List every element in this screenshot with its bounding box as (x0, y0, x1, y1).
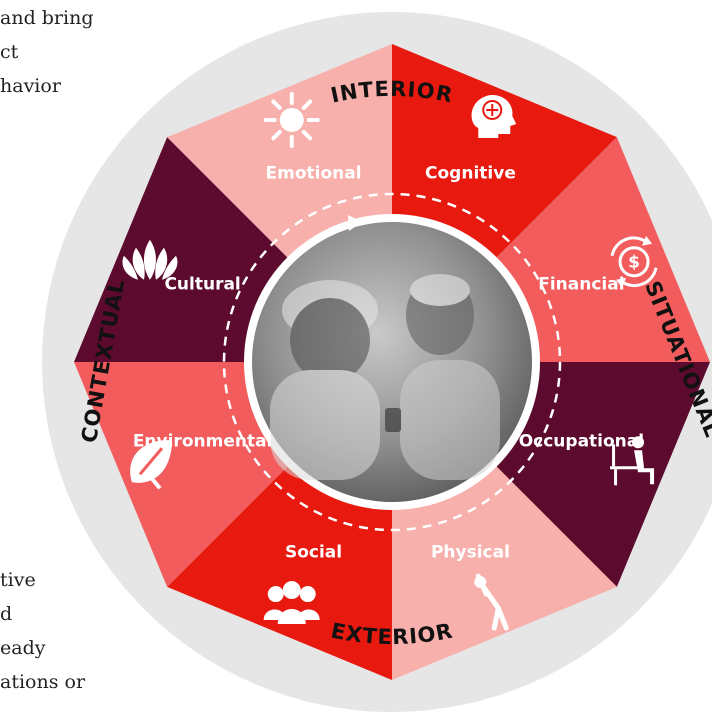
lotus-icon (122, 239, 178, 280)
dashed-cycle (222, 192, 562, 532)
people-group-icon (263, 581, 320, 625)
photo-figures (270, 274, 500, 480)
side-text-bottom-4: ations or (0, 671, 86, 693)
segment-label-cultural: Cultural (164, 275, 240, 295)
leaf-icon (130, 440, 172, 490)
svg-text:$: $ (628, 253, 640, 273)
segment-label-emotional: Emotional (266, 164, 362, 184)
side-text-top-3: havior (0, 75, 61, 97)
cycle-arrow-icon (348, 215, 362, 231)
side-text-bottom-2: d (0, 603, 13, 625)
side-text-top-1: and bring (0, 7, 94, 29)
stretching-person-icon (474, 573, 509, 631)
segment-label-financial: Financial (538, 275, 624, 295)
segment-label-cognitive: Cognitive (425, 164, 516, 184)
brain-head-icon (471, 95, 517, 138)
segment-label-occupational: Occupational (519, 431, 644, 451)
side-text-bottom-3: eady (0, 637, 46, 659)
desk-worker-icon (610, 436, 655, 486)
segment-label-social: Social (285, 542, 342, 562)
side-text-bottom-1: tive (0, 569, 36, 591)
segment-label-physical: Physical (431, 542, 510, 562)
sun-icon (263, 91, 320, 148)
dollar-cycle-icon: $ (610, 235, 658, 288)
side-text-top-2: ct (0, 41, 19, 63)
